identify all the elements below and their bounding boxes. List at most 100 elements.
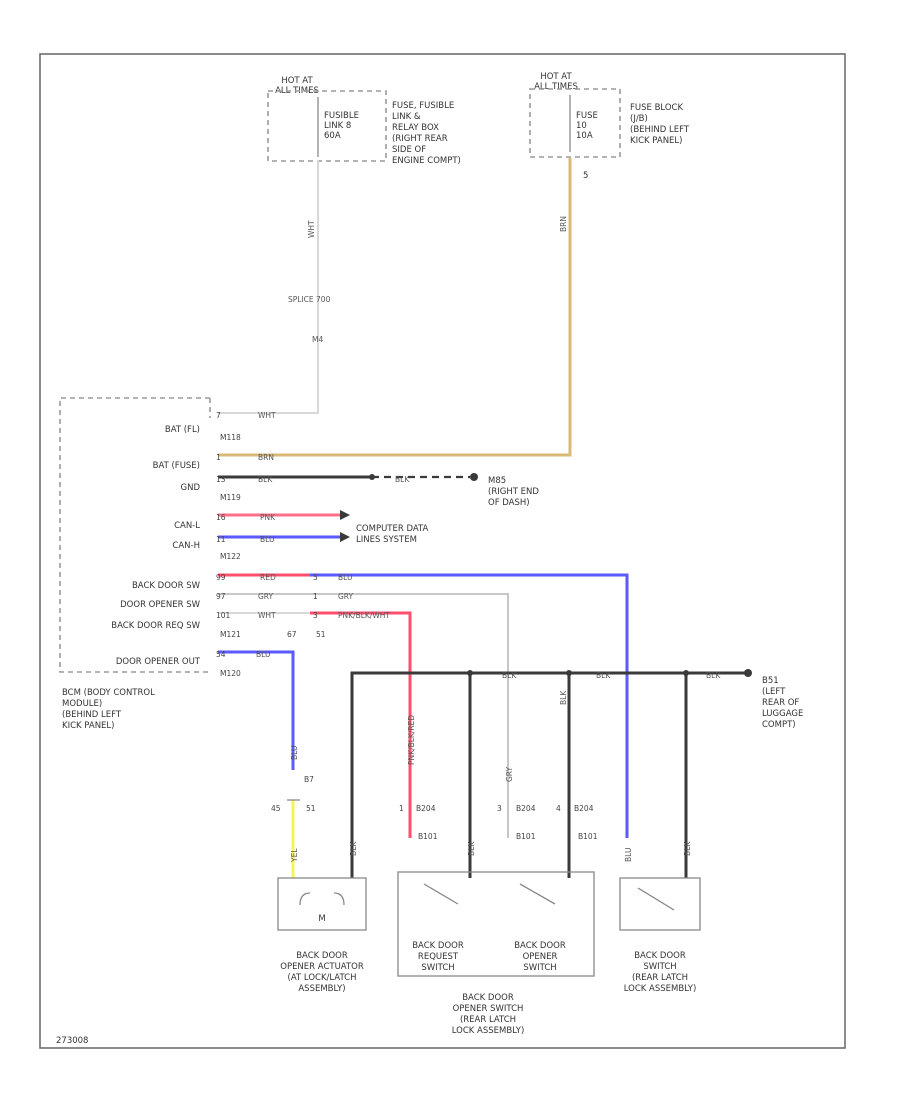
bcm-row-gnd: GND: [181, 483, 201, 493]
fuse-right-group: HOT AT ALL TIMES FUSE 10 10A FUSE BLOCK …: [529, 72, 690, 181]
bcm-pin-1: 7: [216, 411, 221, 420]
opener-switch-box: [397, 871, 595, 977]
ground-b-desc-3: LUGGAGE: [762, 709, 803, 719]
fuse-left-desc-2: LINK &: [392, 112, 421, 122]
opener-switch-group: BACK DOOR REQUEST SWITCH BACK DOOR OPENE…: [397, 871, 595, 1036]
fuse-right-fuse-2: 10: [576, 121, 587, 131]
jp-45: 45: [271, 804, 281, 813]
group-name-3: (REAR LATCH: [460, 1015, 516, 1025]
sw-3-b: B204: [574, 804, 594, 813]
lbl-blk-drop-1: BLK: [559, 690, 568, 705]
bd-sw-name-4: LOCK ASSEMBLY): [624, 984, 697, 994]
lbl-blu-dout: BLU: [256, 650, 270, 659]
wire-brn-bat-fuse: [218, 158, 572, 457]
bus-junction-3: [683, 670, 689, 676]
back-door-switch: BACK DOOR SWITCH (REAR LATCH LOCK ASSEMB…: [619, 877, 701, 994]
can-arrow-1: [340, 510, 350, 520]
lbl-blk-bus-1: BLK: [502, 671, 517, 680]
fuse-right-desc-1: FUSE BLOCK: [630, 103, 683, 113]
ground-b-desc-4: COMPT): [762, 720, 796, 730]
ground-m-desc-2: OF DASH): [488, 498, 530, 508]
sw-3-c: B101: [578, 832, 598, 841]
opn-switch-contact: [519, 883, 556, 905]
group-name-1: BACK DOOR: [462, 993, 514, 1003]
bcm-box: [59, 397, 210, 673]
lbl-blu-can-h: BLU: [260, 535, 274, 544]
lbl-blu-bds: BLU: [338, 573, 352, 582]
bcm-pin-5: 11: [216, 535, 226, 544]
bcm-pin-3: 13: [216, 475, 226, 484]
bcm-row-door-opener-sw: DOOR OPENER SW: [120, 600, 200, 610]
bcm-pin-6: 99: [216, 573, 226, 582]
actuator-box: [277, 877, 367, 931]
bcm-pin-9: 54: [216, 650, 226, 659]
sw-opn-c: B101: [516, 832, 536, 841]
group-name-2: OPENER SWITCH: [453, 1004, 524, 1014]
bcm-row-door-opener-out: DOOR OPENER OUT: [116, 657, 201, 667]
fuse-left-hot-1: HOT AT: [281, 76, 313, 86]
lbl-brn-vert: BRN: [559, 216, 568, 232]
req-switch-contact: [423, 883, 459, 905]
jp-51: 51: [306, 804, 316, 813]
group-name-4: LOCK ASSEMBLY): [452, 1026, 525, 1036]
lbl-m4: M4: [312, 335, 323, 344]
fuse-right-hot-1: HOT AT: [540, 72, 572, 82]
bd-sw-name-1: BACK DOOR: [634, 951, 686, 961]
lbl-blk-bus-3: BLK: [706, 671, 721, 680]
bus-junction-2: [566, 670, 572, 676]
req-sw-name-3: SWITCH: [421, 963, 454, 973]
wire-blu-door-out: [218, 650, 295, 770]
actuator-mark: M: [318, 914, 325, 924]
lbl-red-bdr: PNK/BLK/WHT: [338, 611, 390, 620]
opn-sw-name-1: BACK DOOR: [514, 941, 566, 951]
back-door-switch-box: [619, 877, 701, 931]
fuse-right-box: [529, 88, 621, 158]
wire-labels: WHT SPLICE 700 M4 BRN WHT BRN BLK BLK PN…: [256, 216, 721, 863]
bcm-pin-4: 16: [216, 513, 226, 522]
diagram-code: 273008: [56, 1036, 88, 1046]
lbl-wht-bat-fl: WHT: [258, 411, 276, 420]
bcm-conn-3: M122: [220, 552, 241, 561]
bcm-pin-8: 101: [216, 611, 231, 620]
fuse-left-desc-1: FUSE, FUSIBLE: [392, 101, 454, 111]
can-label-2: LINES SYSTEM: [356, 535, 417, 545]
ground-b-desc-1: (LEFT: [762, 687, 786, 697]
bcm-pin2-7: 1: [313, 592, 318, 601]
back-door-switch-contact: [637, 887, 675, 911]
wire-blu-bds: [310, 573, 629, 838]
fuse-left-fuse-2: LINK 8: [324, 121, 351, 131]
wire-red-bdr: [310, 611, 412, 838]
fuse-left-desc-5: SIDE OF: [392, 145, 426, 155]
lbl-gry-vert: GRY: [505, 766, 514, 782]
lbl-blk-gnd2: BLK: [395, 475, 410, 484]
actuator-name-4: ASSEMBLY): [298, 984, 345, 994]
lbl-wht-bdr: WHT: [258, 611, 276, 620]
lbl-splice: SPLICE 700: [288, 295, 331, 304]
gnd-m-junction: [369, 474, 375, 480]
lbl-blu-low: BLU: [624, 848, 633, 862]
lbl-blk-gnd: BLK: [258, 475, 273, 484]
ground-m-desc-1: (RIGHT END: [488, 487, 539, 497]
ground-m-name: M85: [488, 476, 506, 486]
bcm-pin-2: 1: [216, 453, 221, 462]
fuse-right-hot-2: ALL TIMES: [534, 82, 578, 92]
req-sw-name-1: BACK DOOR: [412, 941, 464, 951]
sw-req-a: 1: [399, 804, 404, 813]
bcm-name-2: MODULE): [62, 699, 102, 709]
bcm-conn-1: M118: [220, 433, 241, 442]
opn-sw-name-3: SWITCH: [523, 963, 556, 973]
bus-junction-1: [467, 670, 473, 676]
bcm-mid-pin-1: 67: [287, 630, 297, 639]
lbl-brn-bat-fuse: BRN: [258, 453, 274, 462]
bcm-pin2-6: 5: [313, 573, 318, 582]
actuator-name-1: BACK DOOR: [296, 951, 348, 961]
bcm-row-can-l: CAN-L: [174, 521, 200, 531]
bcm-name-4: KICK PANEL): [62, 721, 114, 731]
wire-blk-ground-bus: [350, 671, 745, 878]
junction-pins: B7 45 51 1 B204 B101 3 B204 B101 4 B204 …: [271, 775, 598, 841]
bd-sw-name-2: SWITCH: [643, 962, 676, 972]
bcm-row-back-door-req-sw: BACK DOOR REQ SW: [111, 621, 200, 631]
fuse-right-pin: 5: [583, 171, 588, 181]
can-arrow-2: [340, 532, 350, 542]
sw-3-a: 4: [556, 804, 561, 813]
